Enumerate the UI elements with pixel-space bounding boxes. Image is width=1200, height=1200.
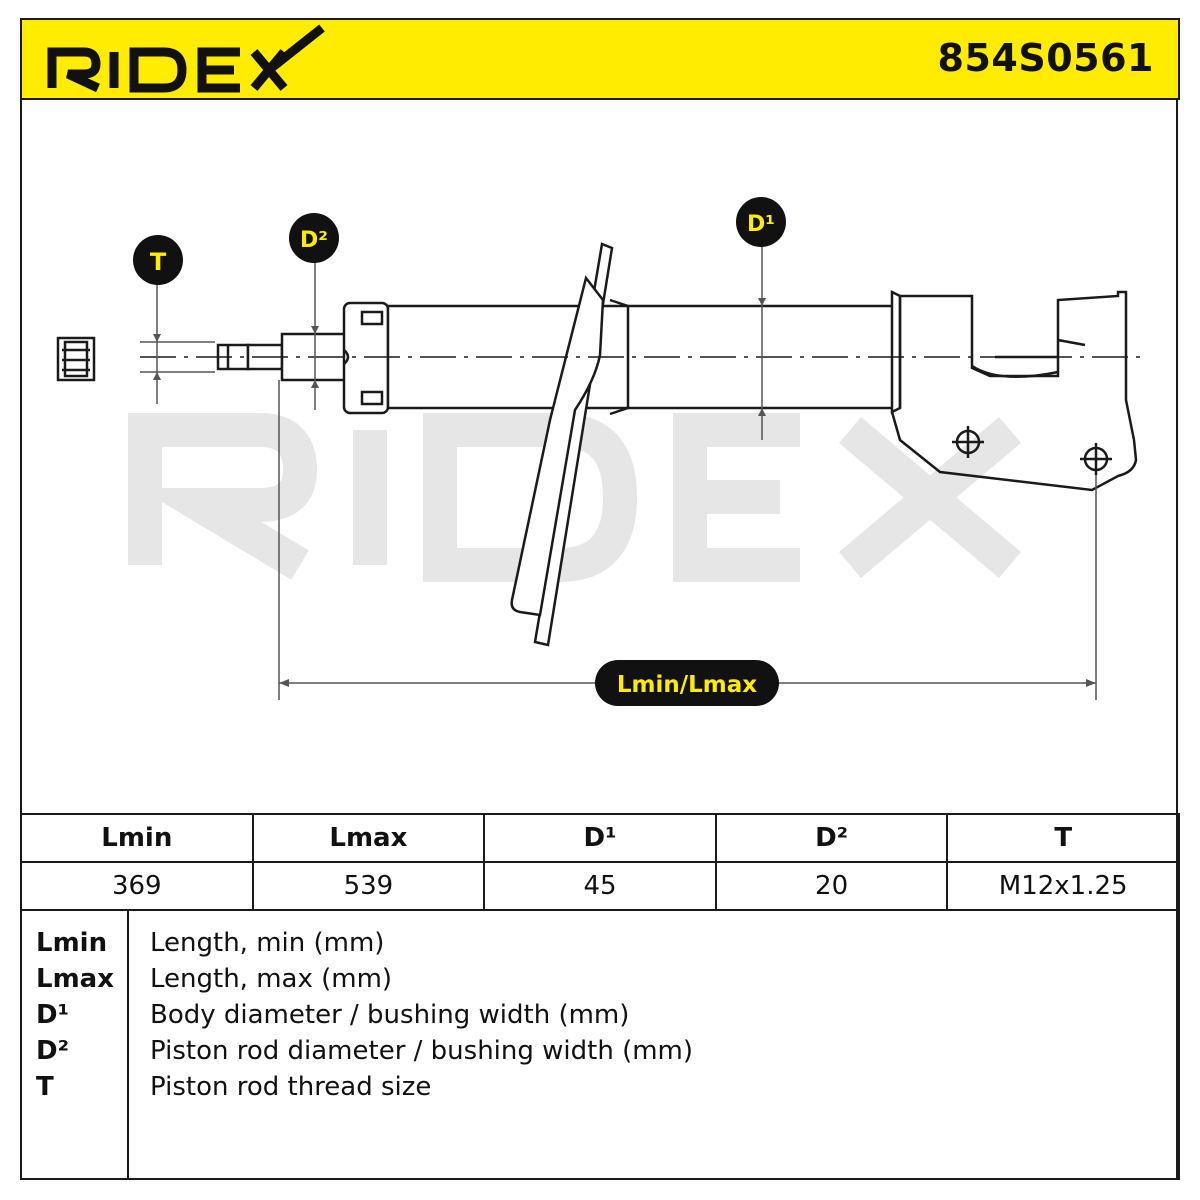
badge-length-label: Lmin/Lmax: [617, 672, 757, 698]
legend-abbr: Lmin: [36, 928, 108, 958]
specs-header-row: Lmin Lmax D¹ D² T: [20, 813, 1180, 863]
badge-d1-label: D¹: [747, 212, 775, 237]
legend-desc: Piston rod thread size: [150, 1072, 432, 1102]
col-header-t: T: [946, 813, 1180, 863]
col-header-lmax: Lmax: [251, 813, 486, 863]
legend-abbr: D²: [36, 1036, 69, 1066]
legend: Lmin Length, min (mm) Lmax Length, max (…: [20, 910, 1180, 1180]
legend-desc: Length, max (mm): [150, 964, 393, 994]
top-cap: [342, 301, 390, 415]
knuckle-bracket: [890, 289, 1138, 492]
col-header-d2: D²: [714, 813, 949, 863]
ridex-watermark: [128, 413, 1021, 582]
badge-d1: D¹: [736, 197, 786, 247]
badge-t: T: [133, 235, 183, 285]
legend-abbr: T: [36, 1072, 54, 1102]
spring-seat: [510, 242, 614, 647]
badge-length: Lmin/Lmax: [595, 660, 779, 706]
legend-desc: Body diameter / bushing width (mm): [150, 1000, 630, 1030]
value-d2: 20: [714, 861, 949, 911]
badge-d2-label: D²: [300, 228, 328, 253]
body-tube: [386, 298, 896, 416]
value-lmin: 369: [20, 861, 254, 911]
badge-t-label: T: [150, 248, 167, 276]
dimension-arrows: [153, 298, 1096, 687]
specs-value-row: 369 539 45 20 M12x1.25: [20, 861, 1180, 911]
specs-table: Lmin Lmax D¹ D² T 369 539 45 20 M12x1.25: [20, 813, 1180, 911]
mounting-holes: [952, 426, 1112, 475]
legend-abbr: D¹: [36, 1000, 69, 1030]
nut: [56, 336, 96, 382]
legend-divider: [127, 910, 129, 1178]
legend-abbr: Lmax: [36, 964, 114, 994]
value-d1: 45: [483, 861, 717, 911]
value-lmax: 539: [251, 861, 486, 911]
badge-d2: D²: [289, 213, 339, 263]
col-header-d1: D¹: [483, 813, 717, 863]
header-bar: 854S0561: [20, 18, 1180, 100]
col-header-lmin: Lmin: [20, 813, 254, 863]
legend-desc: Length, min (mm): [150, 928, 385, 958]
legend-desc: Piston rod diameter / bushing width (mm): [150, 1036, 694, 1066]
value-t: M12x1.25: [946, 861, 1180, 911]
ridex-logo: [47, 24, 325, 93]
part-number: 854S0561: [937, 36, 1154, 80]
